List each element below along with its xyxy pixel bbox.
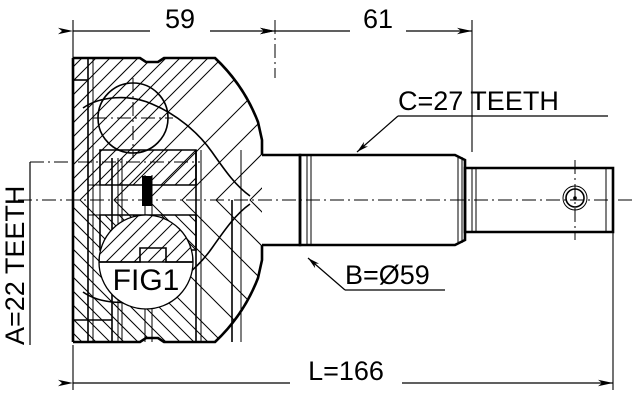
overall-length-dimension: L=166 <box>58 345 613 390</box>
shaft-group <box>262 153 615 390</box>
dimension-61: 61 <box>260 4 472 35</box>
outer-teeth-label: C=27 TEETH <box>398 86 559 116</box>
housing-outline-upper <box>73 56 264 155</box>
retaining-hole-inner-circle <box>565 188 585 208</box>
inner-teeth-label: A=22 TEETH <box>0 186 30 345</box>
bell-diameter-label: B=Ø59 <box>345 260 430 290</box>
dimension-61-text-bg <box>350 6 406 32</box>
fig1-label: FIG1 <box>113 264 180 297</box>
dimension-61-label: 61 <box>363 4 393 34</box>
overall-length-text-bg <box>290 358 402 384</box>
bell-diameter-leader <box>307 257 346 291</box>
spline-key-mark <box>142 176 152 206</box>
inner-teeth-callout: A=22 TEETH <box>0 162 31 345</box>
ball-race-curve-upper <box>82 96 251 197</box>
dimension-59-text-bg <box>150 6 210 32</box>
cage-upper-hatch <box>100 150 196 185</box>
dimension-59: 59 <box>58 4 275 35</box>
housing-upper-hatch <box>73 58 262 200</box>
overall-length-label: L=166 <box>308 356 384 386</box>
housing-lower-hatch <box>73 200 262 342</box>
retaining-hole-outer-circle <box>562 185 588 211</box>
joint-housing-group <box>30 56 264 344</box>
outer-teeth-callout: C=27 TEETH <box>356 86 608 153</box>
fig1-detail-content <box>99 215 193 263</box>
outer-teeth-leader <box>356 115 399 153</box>
shaft-spline-body <box>298 153 467 247</box>
dimension-59-label: 59 <box>165 4 195 34</box>
bell-diameter-callout: B=Ø59 <box>307 257 445 291</box>
fig1-detail-group: FIG1 <box>98 214 194 310</box>
retaining-hole-center-dot <box>573 196 577 200</box>
top-dimension-group: 59 61 <box>58 4 473 152</box>
